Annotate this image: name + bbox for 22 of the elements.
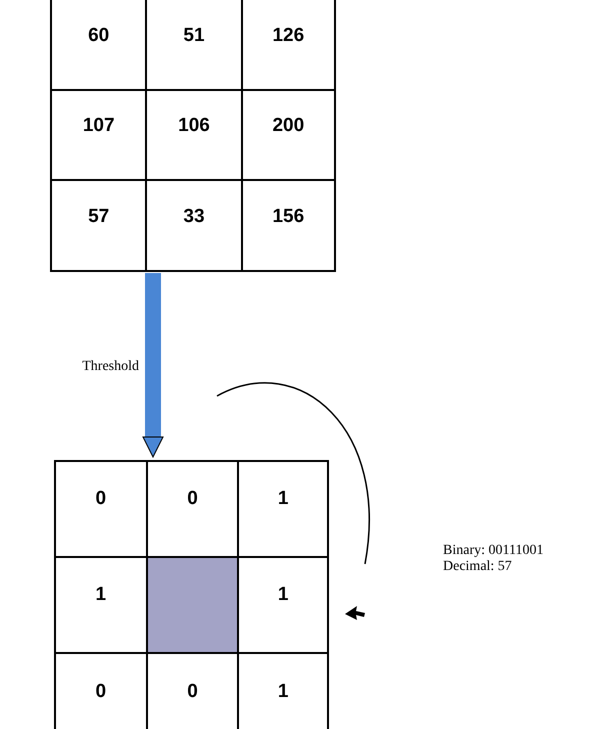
center-pixel: [146, 558, 238, 654]
note-text: Decimal: 57: [443, 559, 512, 574]
block-arrow: [142, 273, 164, 458]
pixel-grid: [50, 0, 336, 272]
grid-cell: 0: [54, 462, 146, 558]
grid-cell: 51: [145, 0, 241, 91]
grid-cell: 0: [54, 654, 146, 729]
edge-label: Threshold: [81, 358, 139, 374]
grid-cell: 0: [146, 654, 238, 729]
pixel-grid: [54, 460, 329, 729]
grid-cell: 33: [145, 181, 241, 272]
grid-cell: 1: [237, 462, 329, 558]
grid-cell: 200: [240, 90, 336, 182]
grid-cell: 107: [50, 90, 146, 182]
note-text: Binary: 00111001: [443, 543, 544, 558]
grid-cell: 60: [50, 0, 146, 91]
grid-cell: 106: [145, 90, 241, 182]
grid-cell: 126: [240, 0, 336, 91]
grid-cell: 1: [237, 654, 329, 729]
grid-cell: 1: [237, 558, 329, 654]
grid-cell: 57: [50, 181, 146, 272]
grid-cell: 156: [240, 181, 336, 272]
